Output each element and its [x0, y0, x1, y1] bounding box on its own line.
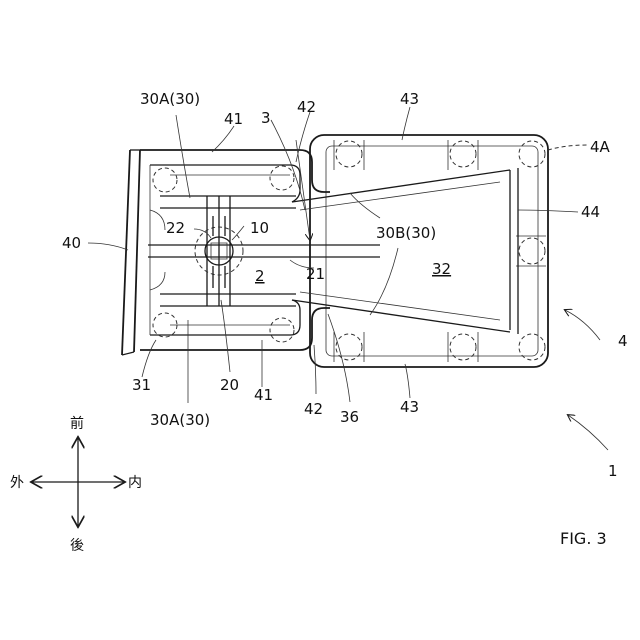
component-4	[292, 135, 548, 367]
ref-36: 36	[340, 408, 359, 426]
ref-42-bot: 42	[304, 400, 323, 418]
ref-41-top: 41	[224, 110, 243, 128]
component-2	[122, 150, 380, 355]
direction-inner-label: 内	[128, 475, 142, 491]
direction-outer-label: 外	[10, 475, 24, 491]
direction-rear-label: 後	[70, 538, 84, 554]
ref-43-bot: 43	[400, 398, 419, 416]
ref-42-top: 42	[297, 98, 316, 116]
ref-22: 22	[166, 219, 185, 237]
ref-31: 31	[132, 376, 151, 394]
ref-40: 40	[62, 234, 81, 252]
ref-30A-bot: 30A(30)	[150, 411, 210, 429]
ref-44: 44	[581, 203, 600, 221]
ref-32: 32	[432, 260, 451, 278]
ref-2: 2	[255, 267, 265, 285]
direction-front-label: 前	[70, 415, 84, 432]
ref-4A: 4A	[590, 138, 611, 156]
bosses	[336, 141, 545, 360]
figure-caption: FIG. 3	[560, 529, 607, 548]
ref-10: 10	[250, 219, 269, 237]
ref-30A-top: 30A(30)	[140, 90, 200, 108]
reference-numerals: 30A(30) 41 3 42 43 4A 22 10 30B(30) 44 4…	[62, 90, 628, 480]
ref-41-bot: 41	[254, 386, 273, 404]
ref-21: 21	[306, 265, 325, 283]
leader-lines	[88, 107, 608, 450]
ref-43-top: 43	[400, 90, 419, 108]
ref-1: 1	[608, 462, 618, 480]
ref-30B: 30B(30)	[376, 224, 436, 242]
direction-indicator: 前 後 外 内	[10, 415, 142, 554]
ref-4: 4	[618, 332, 628, 350]
ref-3: 3	[261, 109, 271, 127]
ref-20: 20	[220, 376, 239, 394]
